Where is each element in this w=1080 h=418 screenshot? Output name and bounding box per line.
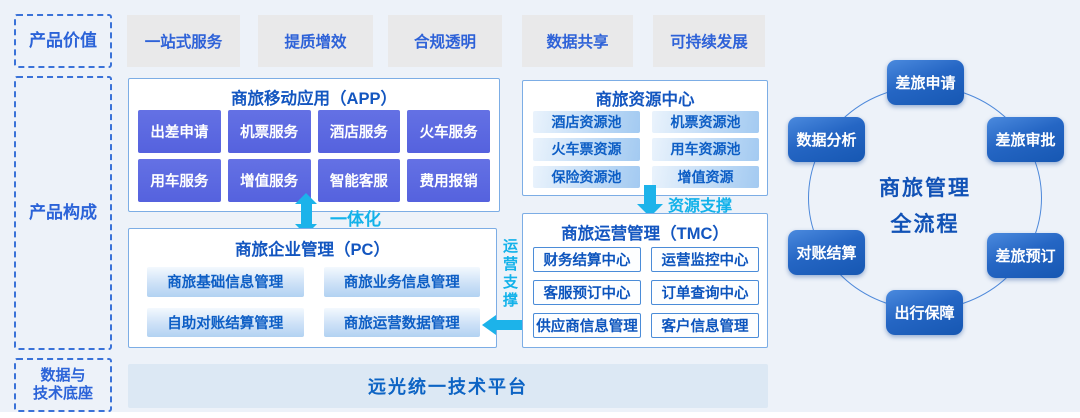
resource-pill-value-added: 增值资源 [652, 165, 759, 188]
resource-box-title: 商旅资源中心 [595, 91, 695, 109]
data-tech-base-label-line2: 技术底座 [32, 385, 93, 402]
tmc-cell-operation-monitoring: 运营监控中心 [651, 247, 759, 272]
data-tech-base-label-line1: 数据与 [40, 367, 86, 384]
value-pill-sustainability: 可持续发展 [653, 15, 765, 67]
app-tile-car-service: 用车服务 [138, 159, 221, 202]
pc-bar-business-info: 商旅业务信息管理 [323, 267, 480, 297]
cycle-center-title-line1: 商旅管理 [879, 177, 971, 200]
value-pill-label: 合规透明 [413, 34, 476, 51]
app-tile-flight-service: 机票服务 [227, 110, 311, 153]
app-tile-hotel-service: 酒店服务 [317, 110, 401, 153]
section-label-data-tech-base: 数据与 技术底座 [14, 358, 112, 412]
cycle-node-data-analysis: 数据分析 [788, 117, 865, 162]
value-pill-quality-efficiency: 提质增效 [258, 15, 373, 67]
value-pill-label: 可持续发展 [670, 34, 748, 51]
resource-pill-insurance: 保险资源池 [533, 165, 640, 188]
tmc-cell-supplier-info: 供应商信息管理 [533, 313, 641, 338]
tmc-box-grid: 财务结算中心 运营监控中心 客服预订中心 订单查询中心 供应商信息管理 客户信息… [533, 247, 759, 338]
tmc-cell-service-booking: 客服预订中心 [533, 280, 641, 305]
platform-bar: 远光统一技术平台 [128, 364, 768, 408]
value-pill-data-sharing: 数据共享 [522, 15, 633, 67]
tmc-box-title: 商旅运营管理（TMC） [561, 225, 729, 243]
pc-bar-basic-info: 商旅基础信息管理 [147, 267, 304, 297]
pc-box-grid: 商旅基础信息管理 商旅业务信息管理 自助对账结算管理 商旅运营数据管理 [147, 267, 480, 337]
cycle-node-trip-assurance: 出行保障 [886, 290, 963, 335]
product-value-label: 产品价值 [29, 31, 97, 50]
value-pill-label: 提质增效 [284, 34, 347, 51]
platform-bar-label: 远光统一技术平台 [368, 377, 528, 397]
app-box: 商旅移动应用（APP） 出差申请 机票服务 酒店服务 火车服务 用车服务 增值服… [128, 78, 500, 212]
resource-box-grid: 酒店资源池 机票资源池 火车票资源 用车资源池 保险资源池 增值资源 [533, 111, 759, 188]
pc-box-title: 商旅企业管理（PC） [235, 241, 390, 259]
tmc-box: 商旅运营管理（TMC） 财务结算中心 运营监控中心 客服预订中心 订单查询中心 … [522, 213, 768, 348]
pc-box: 商旅企业管理（PC） 商旅基础信息管理 商旅业务信息管理 自助对账结算管理 商旅… [128, 228, 497, 348]
app-tile-train-service: 火车服务 [407, 110, 490, 153]
value-pill-compliance: 合规透明 [388, 15, 502, 67]
pc-bar-self-reconciliation: 自助对账结算管理 [147, 307, 304, 337]
value-pill-label: 一站式服务 [144, 34, 223, 51]
resource-box: 商旅资源中心 酒店资源池 机票资源池 火车票资源 用车资源池 保险资源池 增值资… [522, 80, 768, 196]
section-label-product-value: 产品价值 [14, 14, 112, 68]
product-composition-label: 产品构成 [29, 203, 97, 222]
section-label-product-composition: 产品构成 [14, 76, 112, 350]
app-tile-smart-support: 智能客服 [317, 159, 401, 202]
tmc-cell-customer-info: 客户信息管理 [651, 313, 759, 338]
value-pill-label: 数据共享 [546, 34, 609, 51]
pc-bar-operation-data: 商旅运营数据管理 [323, 307, 480, 337]
tmc-cell-order-query: 订单查询中心 [651, 280, 759, 305]
resource-support-label: 资源支撑 [668, 198, 733, 215]
app-tile-expense-report: 费用报销 [407, 159, 490, 202]
app-box-title: 商旅移动应用（APP） [231, 90, 397, 108]
cycle-node-reconciliation: 对账结算 [788, 230, 865, 275]
cycle-node-travel-approval: 差旅审批 [987, 117, 1064, 162]
app-tile-travel-request: 出差申请 [138, 110, 221, 153]
cycle-node-travel-request: 差旅申请 [887, 60, 964, 105]
cycle-node-travel-booking: 差旅预订 [987, 233, 1064, 278]
integration-label: 一体化 [330, 210, 381, 229]
operation-flow-arrow-icon [482, 315, 536, 335]
resource-pill-car: 用车资源池 [652, 138, 759, 161]
resource-pill-train: 火车票资源 [533, 138, 640, 161]
resource-pill-flight: 机票资源池 [652, 111, 759, 134]
tmc-cell-finance-settlement: 财务结算中心 [533, 247, 641, 272]
app-box-grid: 出差申请 机票服务 酒店服务 火车服务 用车服务 增值服务 智能客服 费用报销 [138, 110, 490, 202]
operation-support-label: 运营支撑 [501, 238, 518, 310]
resource-pill-hotel: 酒店资源池 [533, 111, 640, 134]
app-tile-value-added-service: 增值服务 [227, 159, 311, 202]
value-pill-one-stop-service: 一站式服务 [127, 15, 240, 67]
bottom-edge-strip [0, 412, 1080, 418]
cycle-center-title-line2: 全流程 [890, 213, 960, 236]
